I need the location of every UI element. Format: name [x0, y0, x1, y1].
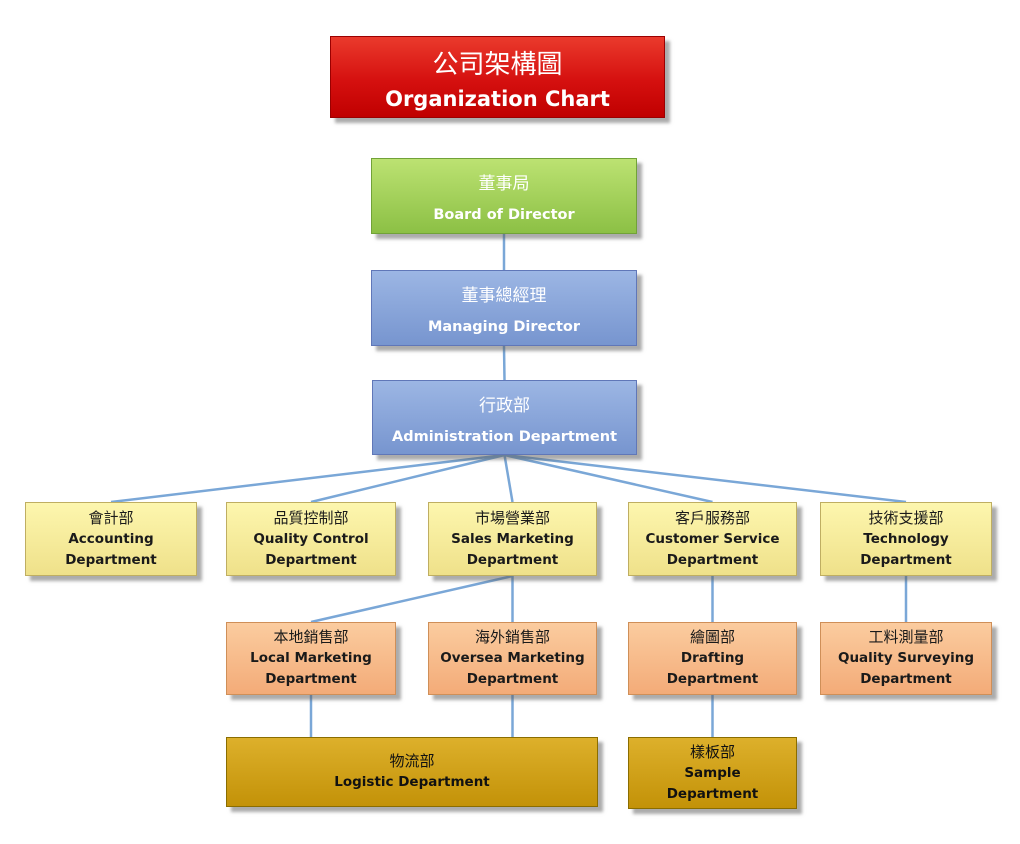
node-label-zh: 市場營業部	[474, 508, 550, 527]
node-customer-service-department: 客戶服務部 Customer Service Department	[628, 502, 797, 576]
node-label-en: Oversea Marketing Department	[440, 650, 585, 687]
chart-title: 公司架構圖 Organization Chart	[330, 36, 665, 118]
node-oversea-marketing-department: 海外銷售部 Oversea Marketing Department	[428, 622, 597, 695]
node-label-zh: 客戶服務部	[674, 508, 750, 527]
node-administration-department: 行政部 Administration Department	[372, 380, 637, 455]
node-drafting-department: 繪圖部 Drafting Department	[628, 622, 797, 695]
node-local-marketing-department: 本地銷售部 Local Marketing Department	[226, 622, 396, 695]
chart-title-zh: 公司架構圖	[432, 49, 563, 80]
node-label-en: Quality Control Department	[253, 530, 369, 568]
node-label-en: Sales Marketing Department	[451, 530, 574, 568]
node-label-en: Administration Department	[391, 428, 618, 445]
node-quality-surveying-department: 工料測量部 Quality Surveying Department	[820, 622, 992, 695]
node-managing-director: 董事總經理 Managing Director	[371, 270, 637, 346]
node-label-zh: 董事總經理	[461, 286, 547, 306]
node-label-zh: 海外銷售部	[474, 628, 550, 646]
node-label-en: Local Marketing Department	[250, 650, 372, 687]
node-label-zh: 繪圖部	[689, 628, 735, 646]
node-technology-department: 技術支援部 Technology Department	[820, 502, 992, 576]
node-label-zh: 會計部	[88, 508, 134, 527]
node-label-en: Customer Service Department	[645, 530, 780, 568]
node-sample-department: 樣板部 Sample Department	[628, 737, 797, 809]
node-label-zh: 董事局	[478, 174, 530, 194]
node-accounting-department: 會計部 Accounting Department	[25, 502, 197, 576]
node-logistic-department: 物流部 Logistic Department	[226, 737, 598, 807]
node-label-en: Board of Director	[433, 207, 575, 223]
node-label-zh: 本地銷售部	[273, 628, 349, 646]
node-label-zh: 工料測量部	[868, 628, 944, 646]
node-label-en: Sample Department	[666, 764, 759, 802]
node-label-en: Accounting Department	[65, 530, 157, 568]
node-label-zh: 樣板部	[689, 742, 735, 761]
node-label-en: Managing Director	[427, 319, 581, 335]
node-label-zh: 物流部	[389, 752, 435, 770]
node-sales-marketing-department: 市場營業部 Sales Marketing Department	[428, 502, 597, 576]
node-quality-control-department: 品質控制部 Quality Control Department	[226, 502, 396, 576]
node-label-zh: 品質控制部	[273, 508, 349, 527]
node-label-zh: 技術支援部	[868, 508, 944, 527]
node-board-of-director: 董事局 Board of Director	[371, 158, 637, 234]
node-label-en: Technology Department	[860, 530, 952, 568]
node-label-en: Quality Surveying Department	[837, 650, 975, 687]
node-label-en: Drafting Department	[666, 650, 759, 687]
chart-title-en: Organization Chart	[385, 86, 610, 111]
node-label-en: Logistic Department	[334, 774, 490, 790]
node-label-zh: 行政部	[479, 395, 530, 416]
